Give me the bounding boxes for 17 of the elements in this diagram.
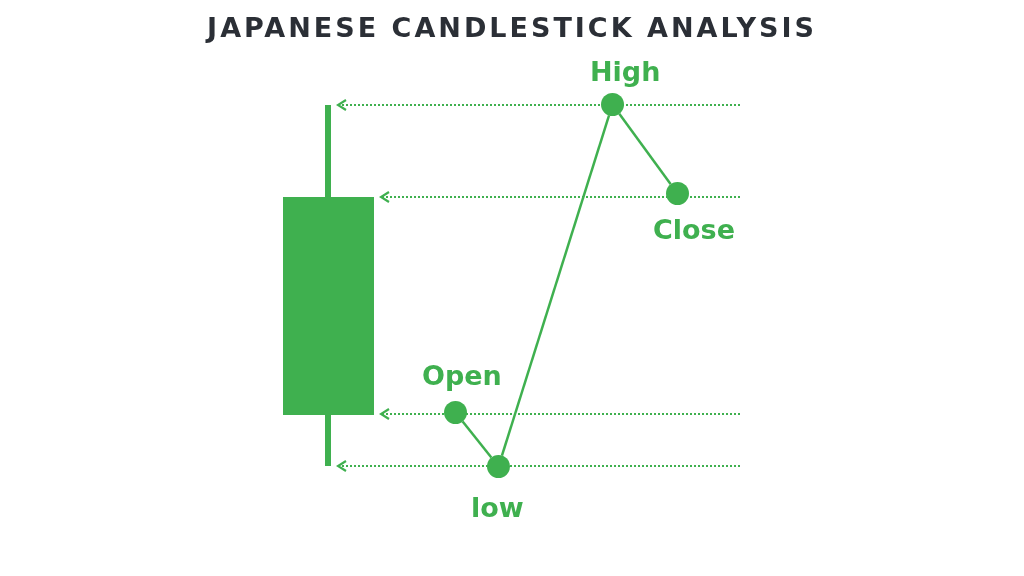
point-label: Close xyxy=(653,216,735,243)
dotted-arrow xyxy=(336,459,741,473)
data-point-dot xyxy=(487,455,510,478)
data-point-dot xyxy=(666,182,689,205)
point-label: Open xyxy=(422,362,502,389)
connector-line xyxy=(461,420,493,459)
candle-body xyxy=(283,197,374,415)
point-label: High xyxy=(590,58,661,85)
diagram-title: JAPANESE CANDLESTICK ANALYSIS xyxy=(204,12,818,43)
point-label: low xyxy=(471,494,524,521)
dotted-arrow xyxy=(379,407,741,421)
connector-line xyxy=(500,115,611,456)
dotted-arrow xyxy=(379,190,741,204)
data-point-dot xyxy=(444,401,467,424)
connector-line xyxy=(618,113,672,185)
dotted-arrow xyxy=(336,98,741,112)
data-point-dot xyxy=(601,93,624,116)
